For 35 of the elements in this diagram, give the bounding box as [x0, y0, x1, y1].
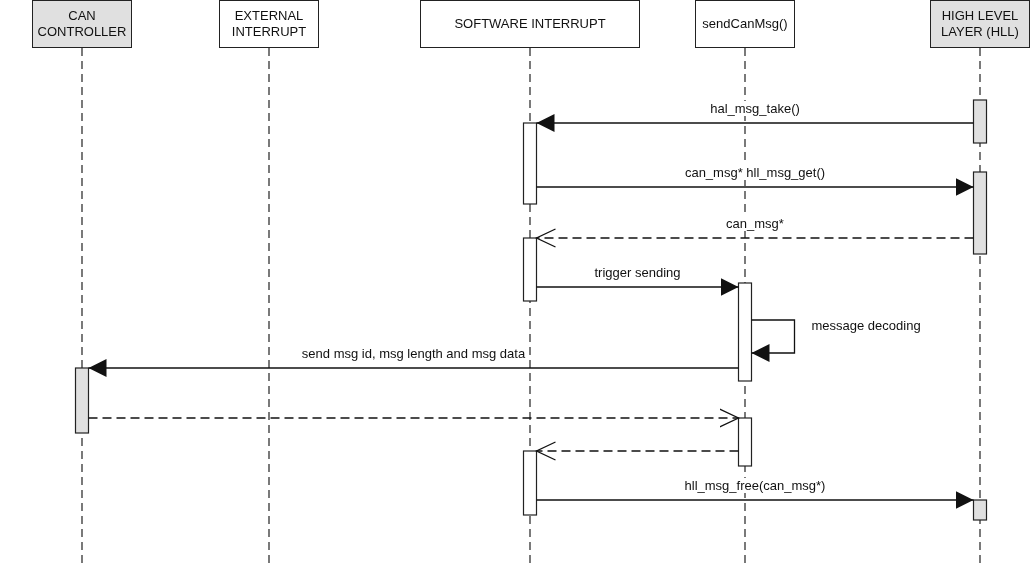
message-arrow [87, 359, 740, 377]
participant-box [219, 0, 319, 48]
edge-label: can_msg* [724, 216, 786, 231]
message-arrow [535, 228, 975, 248]
activation-bar [972, 499, 988, 521]
message-arrow [750, 319, 796, 362]
edge-label: hll_msg_free(can_msg*) [682, 478, 828, 493]
activation-bar [972, 171, 988, 255]
edge-label: message decoding [809, 318, 923, 333]
participant-box [420, 0, 640, 48]
edge-label: send msg id, msg length and msg data [299, 346, 528, 361]
edge-label: trigger sending [592, 265, 683, 280]
participant-box [930, 0, 1030, 48]
message-arrow [535, 178, 975, 196]
participant-name: CAN CONTROLLER [37, 7, 127, 41]
activation-bar [522, 237, 538, 302]
message-arrow [535, 114, 975, 132]
activation-bar [737, 282, 753, 382]
participant-name: SOFTWARE INTERRUPT [454, 15, 606, 33]
message-arrow [535, 491, 975, 509]
participant-box [32, 0, 132, 48]
edge-label: can_msg* hll_msg_get() [682, 165, 828, 180]
activation-bar [74, 367, 90, 434]
activation-bar [522, 450, 538, 516]
message-arrow [535, 278, 740, 296]
participant-box [695, 0, 795, 48]
message-arrow [535, 441, 740, 461]
edge-label: hal_msg_take() [708, 101, 802, 116]
participant-name: EXTERNAL INTERRUPT [230, 7, 308, 41]
activation-bar [972, 99, 988, 144]
message-arrow [87, 408, 740, 428]
activation-bar [737, 417, 753, 467]
participant-name: sendCanMsg() [702, 15, 788, 33]
participant-name: HIGH LEVEL LAYER (HLL) [940, 7, 1020, 41]
activation-bar [522, 122, 538, 205]
